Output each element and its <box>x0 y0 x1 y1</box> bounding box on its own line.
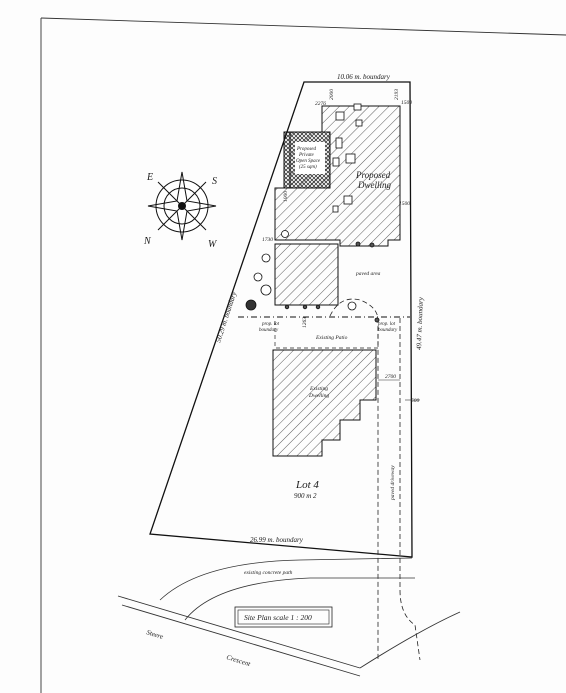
left-boundary-label: 50.29 m. boundary <box>214 290 238 344</box>
concrete-path <box>159 557 415 621</box>
street-name-1: Steere <box>145 628 164 641</box>
compass-east: E <box>146 172 153 183</box>
right-boundary-label: 49.47 m. boundary <box>415 296 425 350</box>
existing-patio-label: Existing Patio <box>315 335 348 341</box>
open-space-label-2: Private <box>298 153 314 158</box>
dim-2276: 2276 <box>315 101 326 107</box>
existing-path-label: existing concrete path <box>244 570 293 576</box>
prop-lot-left-1: prop. lot <box>261 322 280 327</box>
dim-2193: 2193 <box>394 89 400 100</box>
title-box-inner <box>237 609 330 625</box>
prop-lot-left-2: boundary <box>259 328 279 333</box>
dim-1263: 1263 <box>302 317 308 328</box>
street-name-2: Crescent <box>225 653 252 668</box>
existing-dwelling <box>272 349 377 457</box>
compass-south: S <box>212 176 217 187</box>
drawing-frame <box>40 17 566 693</box>
paved-area-label: paved area <box>355 271 381 277</box>
open-space-label-4: (25 sqm) <box>299 165 317 170</box>
compass-rose <box>147 171 217 241</box>
dim-1500-top: 1500 <box>401 100 412 106</box>
bottom-boundary-label: 26.99 m. boundary <box>250 536 304 544</box>
dim-1500-mid: 1500 <box>399 201 410 207</box>
proposed-garage <box>274 243 339 306</box>
paved-driveway <box>329 298 421 661</box>
site-plan-title: Site Plan scale 1 : 200 <box>244 613 312 622</box>
open-space-label-1: Proposed <box>296 147 316 152</box>
compass-north: N <box>143 236 152 247</box>
lot-boundary <box>149 81 413 558</box>
dim-2000: 2000 <box>329 89 335 100</box>
dim-1730: 1730 <box>262 237 273 243</box>
existing-dwelling-label-1: Existing <box>309 386 328 392</box>
lot-name: Lot 4 <box>295 479 319 491</box>
trees <box>245 230 380 323</box>
proposed-dwelling-label-2: Dwelling <box>357 180 391 190</box>
dim-2700: 2700 <box>385 374 396 380</box>
proposed-dwelling-label-1: Proposed <box>355 170 391 180</box>
street-edge <box>117 595 461 677</box>
existing-dwelling-label-2: Dwelling <box>308 393 329 399</box>
compass-west: W <box>208 239 218 250</box>
paved-driveway-label: paved driveway <box>390 465 396 501</box>
dim-500: 500 <box>411 398 420 404</box>
title-box-outer <box>234 606 333 628</box>
prop-lot-right-1: prop. lot <box>377 322 396 327</box>
dwelling-fixtures <box>332 103 363 213</box>
dim-1000: 1000 <box>283 191 289 202</box>
lot-area: 900 m 2 <box>294 492 317 500</box>
prop-lot-right-2: boundary <box>378 328 398 333</box>
open-space-label-3: Open Space <box>296 159 321 164</box>
top-boundary-label: 10.06 m. boundary <box>337 73 391 81</box>
